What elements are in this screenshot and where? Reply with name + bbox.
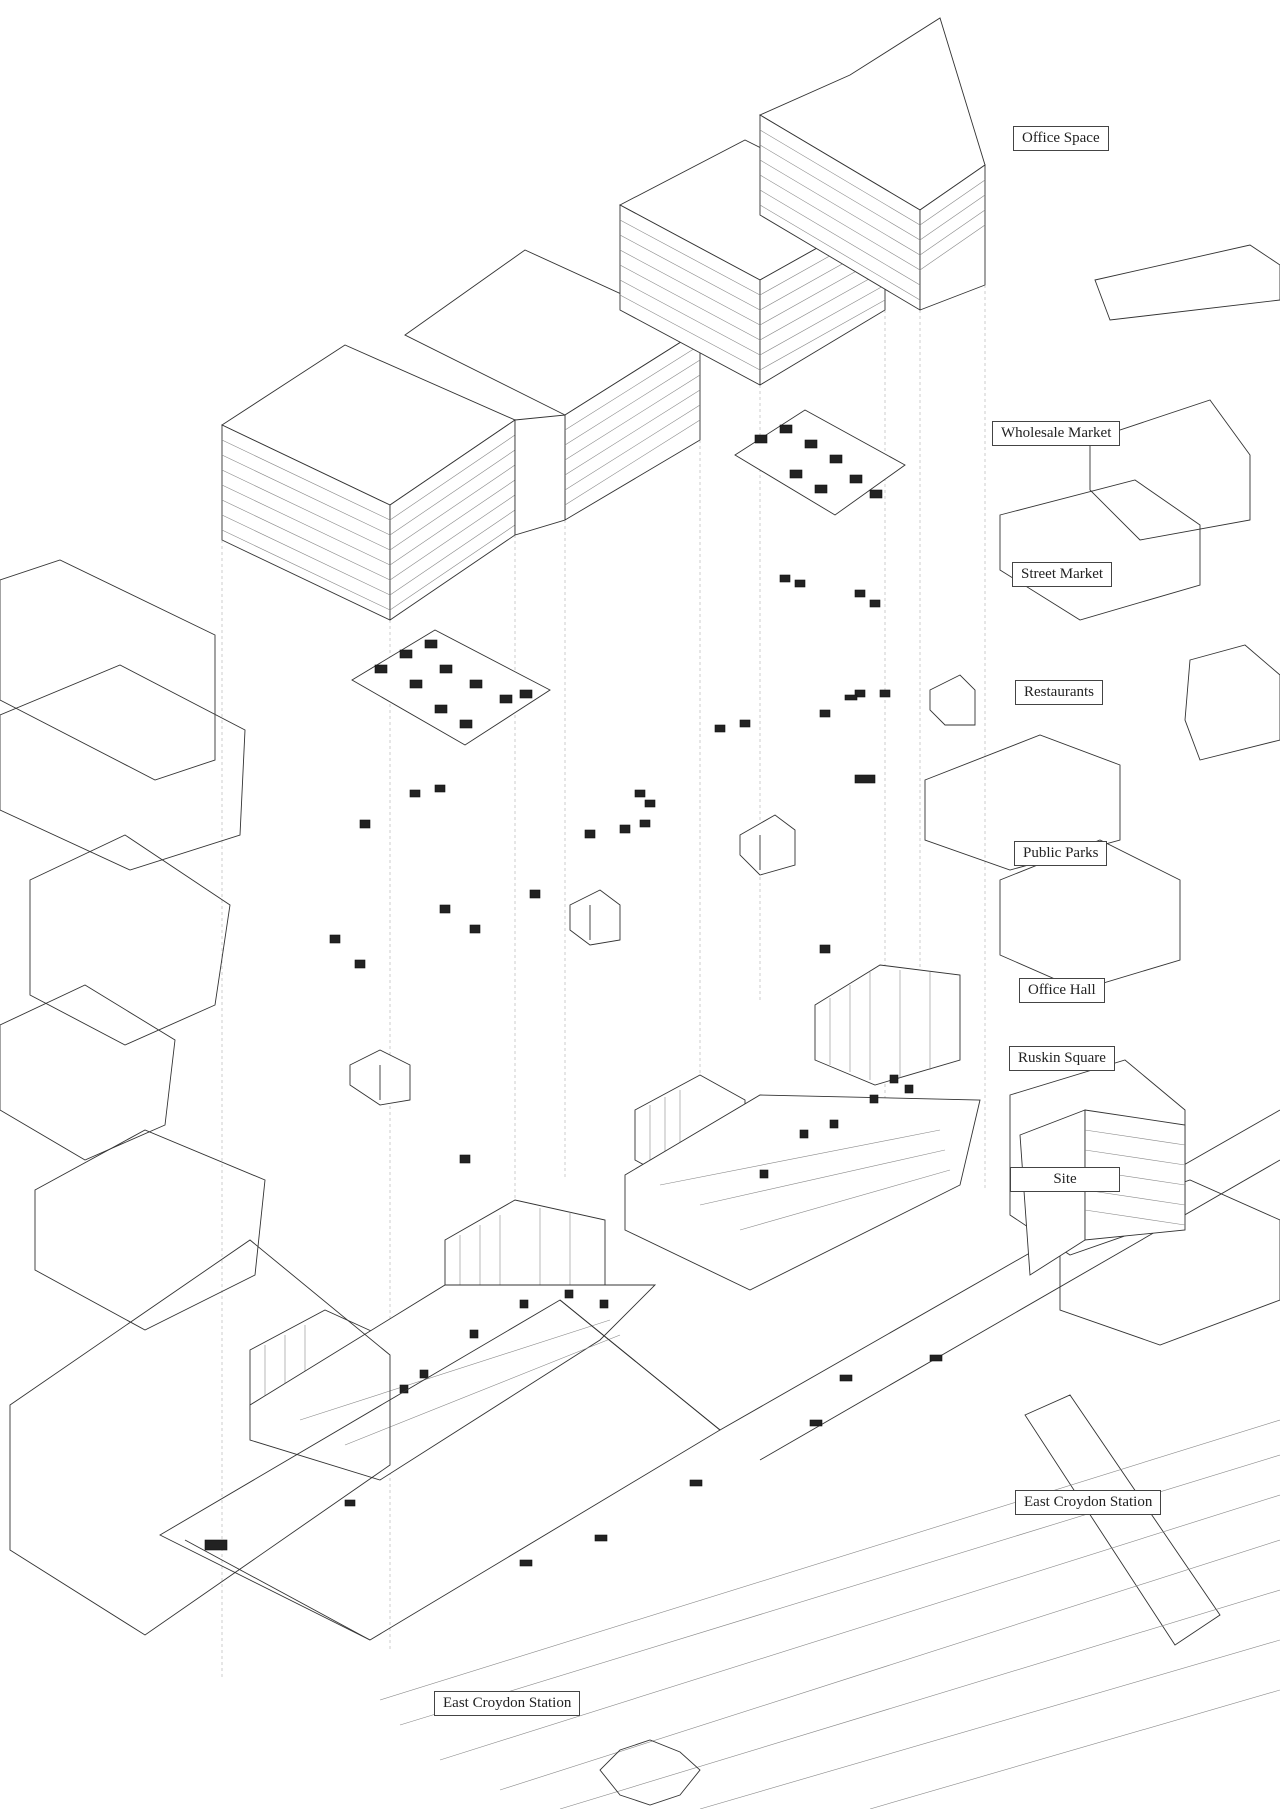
site-tower-right	[1019, 1109, 1186, 1276]
office-tower-1	[221, 344, 516, 621]
office-tower-4	[759, 17, 986, 311]
site-ground	[159, 1109, 1280, 1641]
label-street-market: Street Market	[1012, 562, 1113, 587]
label-east-croydon-station-right: East Croydon Station	[1015, 1490, 1162, 1515]
label-wholesale-market: Wholesale Market	[992, 421, 1121, 446]
label-office-space: Office Space	[1013, 126, 1109, 151]
ruskin-square-platform-right	[624, 1074, 981, 1291]
roundabout-tree	[599, 1739, 701, 1806]
public-parks-figures	[329, 694, 876, 1164]
office-tower-2	[404, 249, 701, 536]
label-public-parks: Public Parks	[1014, 841, 1108, 866]
wholesale-market-cluster-right	[734, 409, 906, 516]
wholesale-market-cluster-left	[351, 629, 551, 746]
restaurant-pavilions	[349, 674, 976, 1106]
label-ruskin-square: Ruskin Square	[1009, 1046, 1115, 1071]
context-buildings	[0, 244, 1280, 1646]
ruskin-square-platform-left	[249, 1284, 657, 1481]
street-market-stalls	[409, 574, 891, 828]
label-restaurants: Restaurants	[1015, 680, 1103, 705]
rail-tracks	[379, 1419, 1280, 1809]
label-east-croydon-station-bottom: East Croydon Station	[434, 1691, 581, 1716]
label-site: Site	[1010, 1167, 1120, 1192]
label-office-hall: Office Hall	[1019, 978, 1105, 1003]
